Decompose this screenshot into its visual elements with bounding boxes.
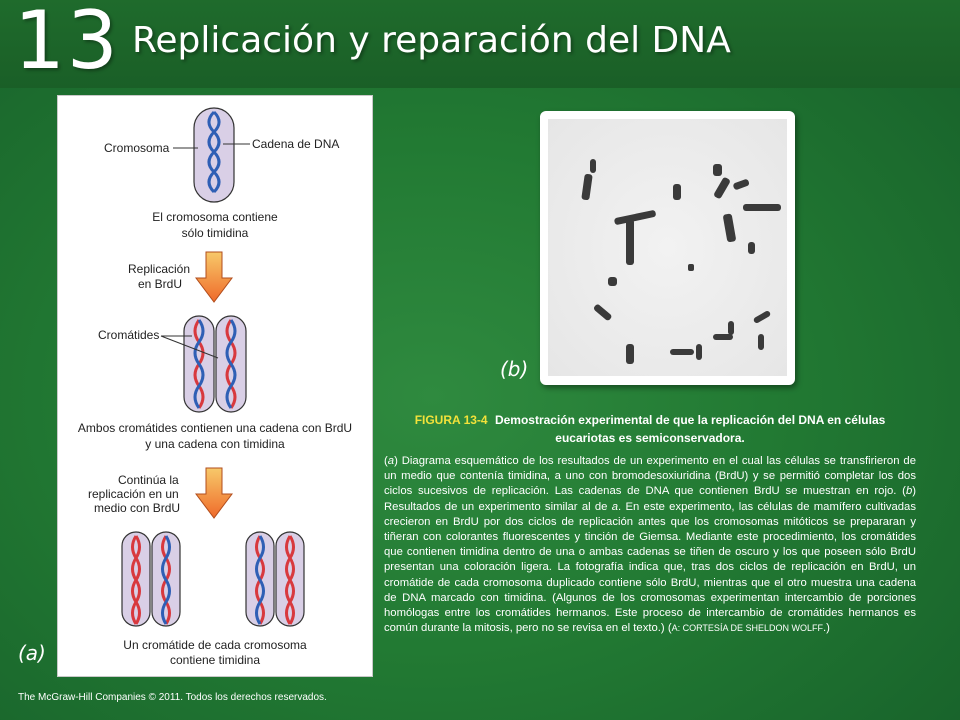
caption-italic-a: a [387, 455, 395, 467]
label-chromosome: Cromosoma [104, 141, 170, 155]
step1-text-line2: sólo timidina [181, 226, 249, 240]
panel-label-a: (a) [18, 641, 46, 665]
caption-text: ) Resultados de un experimento similar a… [384, 485, 916, 513]
header-band [0, 0, 960, 88]
diagram-graphic [121, 107, 305, 627]
panel-label-b: (b) [500, 357, 529, 381]
micrograph-graphic [581, 159, 781, 364]
photo-credit: A: CORTESÍA DE SHELDON WOLFF [671, 623, 823, 634]
chromosome-micrograph [548, 119, 787, 376]
caption-italic-a: a [611, 500, 619, 513]
diagram-panel-a: Cromosoma Cadena de DNA El cromosoma con… [57, 95, 373, 677]
strand-s2-right-blue [225, 319, 237, 409]
step2-text-line1: Ambos cromátides contienen una cadena co… [77, 421, 353, 435]
chromosome-stage1 [193, 107, 235, 203]
step3-text-line2: contiene timidina [169, 653, 261, 667]
caption-text: .) [822, 622, 830, 635]
strand-s3-c-blue [255, 535, 265, 625]
figure-caption-title: FIGURA 13-4 Demostración experimental de… [384, 411, 916, 447]
caption-text: ) Diagrama esquemático de los resultados… [384, 455, 916, 498]
arrow-1 [195, 251, 233, 303]
pointer-chromatids-2 [160, 335, 219, 359]
footer-copyright: The McGraw-Hill Companies © 2011. Todos … [18, 692, 327, 703]
strand-s2-left-blue [193, 319, 205, 409]
chapter-title: Replicación y reparación del DNA [132, 20, 731, 61]
arrow2-label-line1: Continúa la [118, 473, 179, 487]
photo-frame [540, 111, 795, 385]
arrow-2 [195, 467, 233, 519]
figure-caption-body: (a) Diagrama esquemático de los resultad… [384, 454, 916, 636]
chapter-number: 13 [14, 0, 120, 87]
arrow2-label-line3: medio con BrdU [94, 501, 181, 515]
arrow1-label-line1: Replicación [128, 262, 191, 276]
figure-label: FIGURA 13-4 [414, 413, 488, 427]
arrow1-label-line2: en BrdU [138, 277, 183, 291]
strand-blue-2 [207, 110, 221, 194]
caption-text: ( [384, 455, 388, 467]
arrow2-label-line2: replicación en un [88, 487, 179, 501]
strand-s3-b-blue [161, 535, 171, 625]
caption-italic-b: b [905, 485, 913, 498]
figure-title: Demostración experimental de que la repl… [494, 413, 886, 445]
step2-text-line2: y una cadena con timidina [145, 437, 285, 451]
label-chromatids: Cromátides [98, 328, 160, 342]
label-dna-strand: Cadena de DNA [252, 137, 340, 151]
caption-text: . En este experimento, las células de ma… [384, 500, 916, 635]
strand-s3-a-red2 [131, 535, 141, 625]
strand-s3-d-red2 [285, 535, 295, 625]
step1-text-line1: El cromosoma contiene [152, 210, 278, 224]
step3-text-line1: Un cromátide de cada cromosoma [123, 638, 307, 652]
